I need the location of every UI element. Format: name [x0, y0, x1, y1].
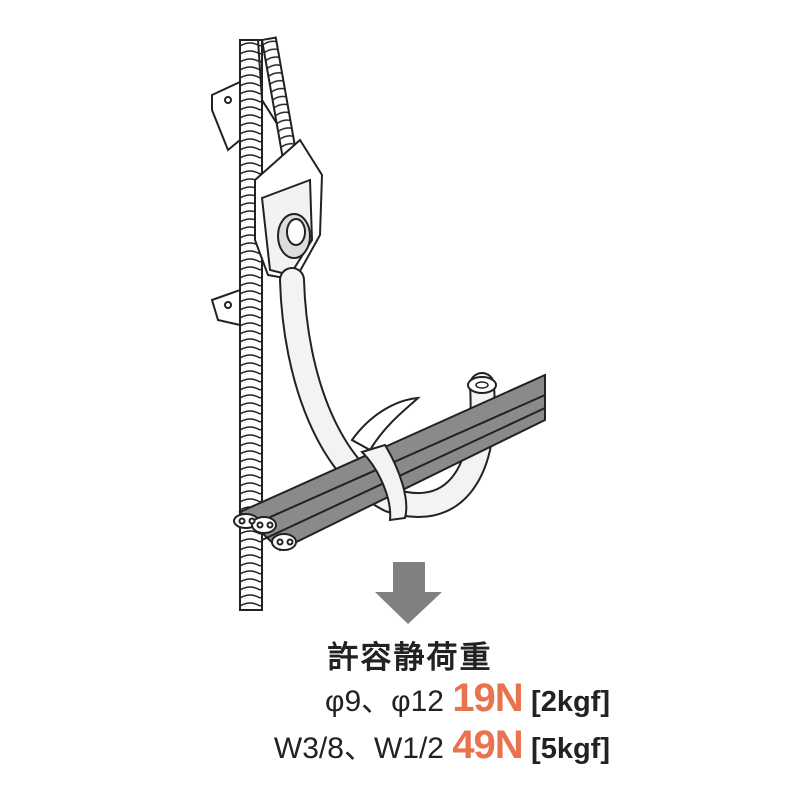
load-row-kgf: [5kgf] [531, 733, 610, 765]
load-row-sizes: φ9、φ12 [325, 685, 444, 718]
allowable-static-load-title: 許容静荷重 [327, 640, 493, 676]
load-row: φ9、φ12 19N [2kgf] [325, 676, 610, 721]
mounting-bracket [210, 80, 324, 327]
load-row-newton: 19N [452, 676, 523, 720]
load-row-newton: 49N [452, 723, 523, 767]
cable-tie [350, 396, 421, 522]
load-row: W3/8、W1/2 49N [5kgf] [274, 723, 610, 768]
load-row-kgf: [2kgf] [531, 686, 610, 718]
load-row-sizes: W3/8、W1/2 [273, 732, 444, 765]
down-arrow-icon [375, 562, 442, 624]
